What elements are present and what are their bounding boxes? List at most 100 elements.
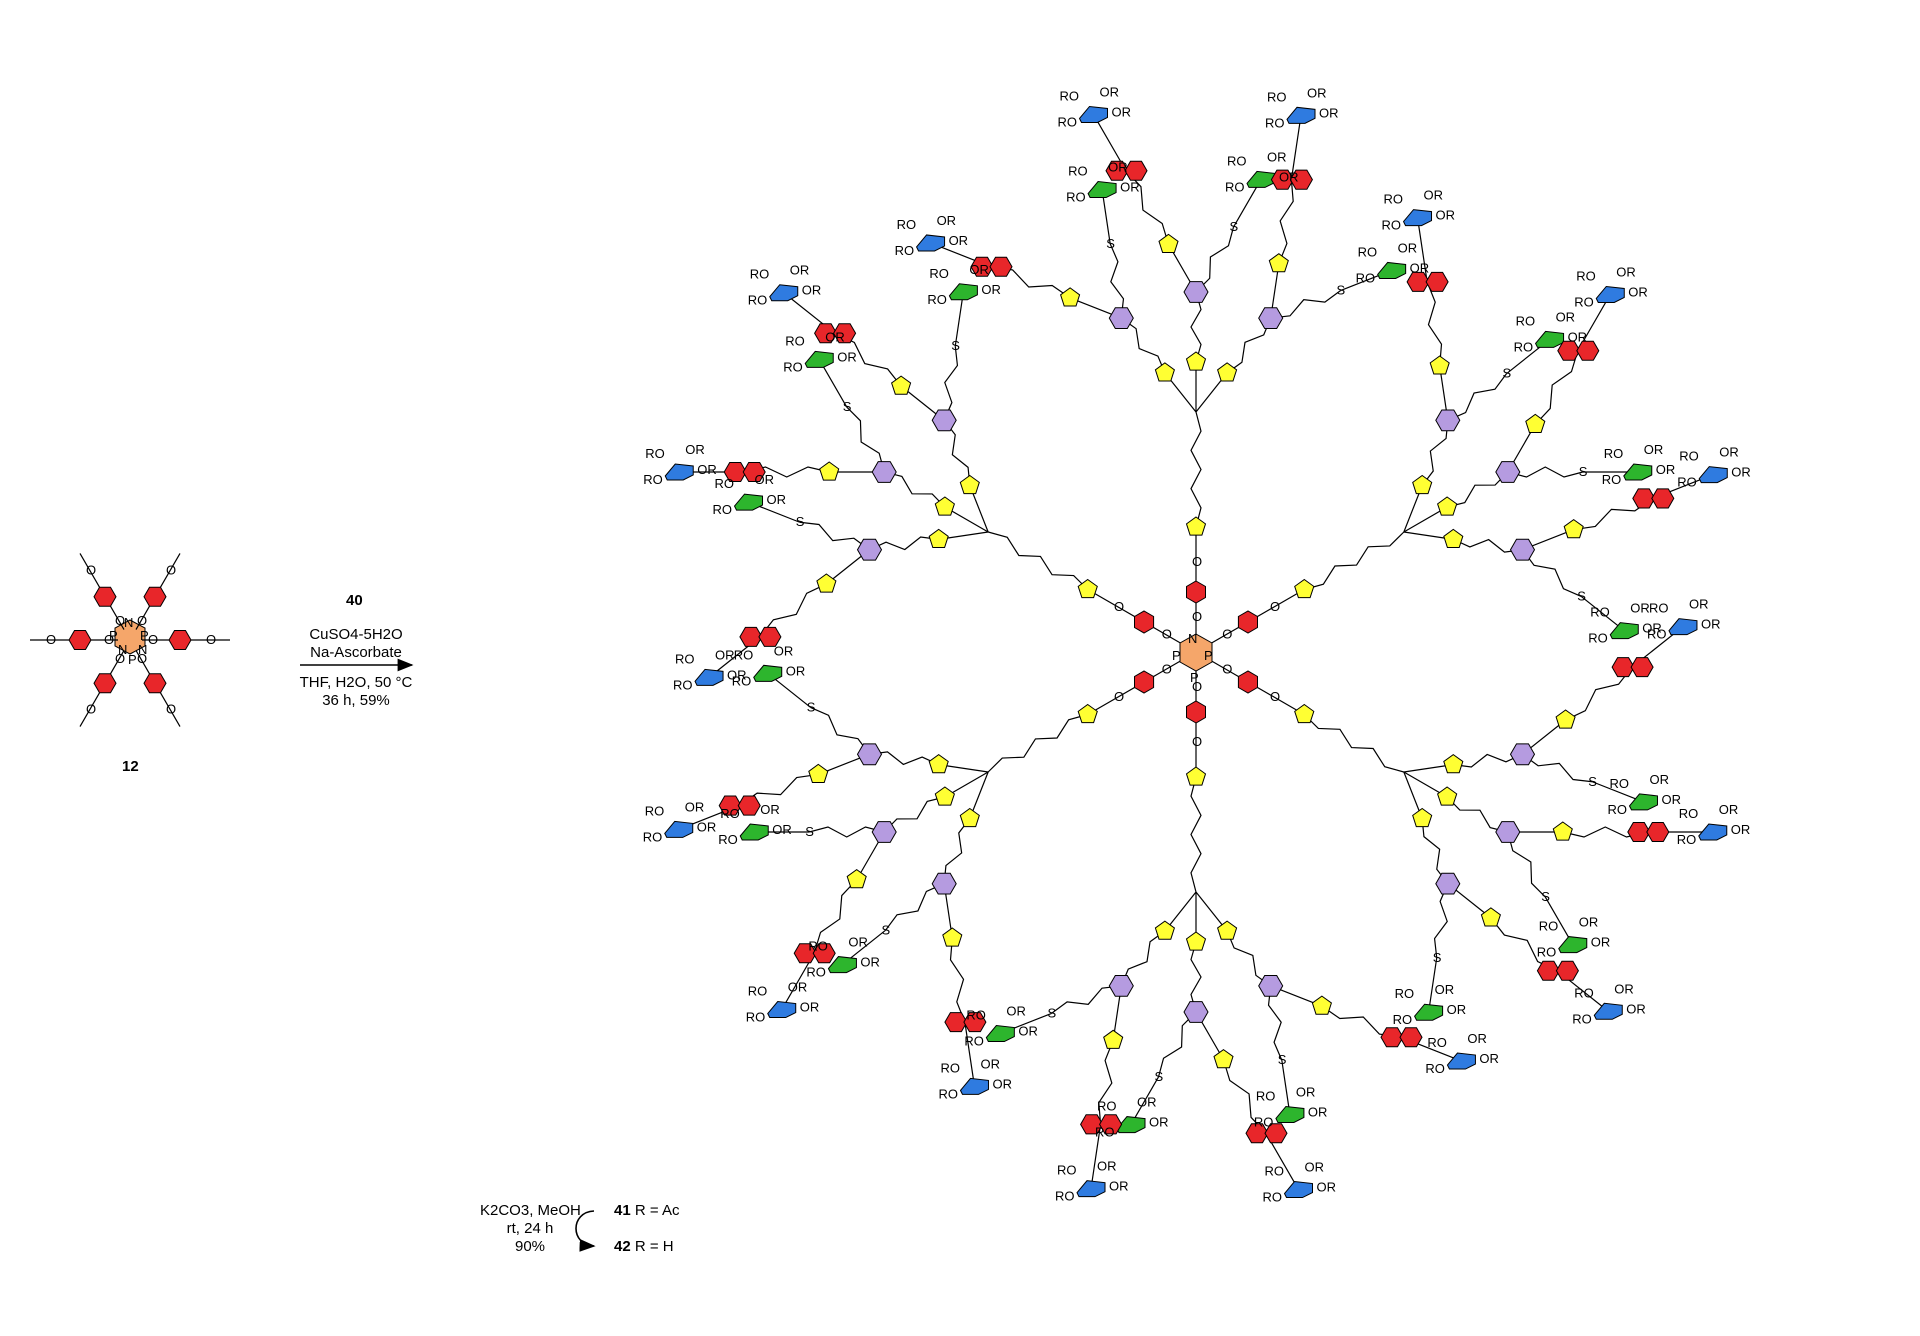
triazole-ring xyxy=(816,573,837,593)
galactose-label-ro: RO xyxy=(643,472,663,487)
galactose-label-or: OR xyxy=(1626,1001,1646,1016)
sm-oxygen: O xyxy=(86,563,96,578)
sm-oxygen: O xyxy=(206,632,216,647)
thioglucose-label-ro: RO xyxy=(1395,986,1415,1001)
sulfur-atom: S xyxy=(807,700,816,715)
thioglucose-label-or: OR xyxy=(767,492,787,507)
phenyl-ring xyxy=(1186,700,1206,724)
sulfur-atom: S xyxy=(805,824,814,839)
sm-phenyl-ring xyxy=(93,673,117,694)
sulfur-atom: S xyxy=(1048,1005,1057,1020)
triazole-ring xyxy=(1412,807,1433,828)
product-core-cyclophosphazene xyxy=(1179,633,1213,672)
linker-chain xyxy=(1190,411,1202,528)
naphthyl-ring xyxy=(1270,169,1294,190)
linker-chain xyxy=(1446,796,1508,833)
phenyl-oxygen: O xyxy=(1270,599,1280,614)
triazole-ring xyxy=(1154,362,1175,382)
thioglucose-label-ro: RO xyxy=(964,1034,984,1049)
galactose-label-ro: RO xyxy=(1382,218,1402,233)
triazine-ring xyxy=(871,461,897,483)
deprotection-yield: 90% xyxy=(514,1238,546,1255)
thioglucose-label-ro: RO xyxy=(966,1008,986,1023)
linker-chain xyxy=(869,751,939,766)
linker-chain xyxy=(1522,549,1582,597)
thioglucose-label-or: OR xyxy=(1267,149,1287,164)
galactose-label-ro: RO xyxy=(1649,601,1669,616)
linker-chain xyxy=(1278,179,1294,264)
galactose-label-ro: RO xyxy=(1057,1163,1077,1178)
phenyl-oxygen: O xyxy=(1192,554,1202,569)
triazole-ring xyxy=(928,528,949,548)
triazine-ring xyxy=(931,872,957,895)
linker-chain xyxy=(943,346,959,421)
thioglucose-sugar xyxy=(1628,793,1658,811)
triazole-ring xyxy=(1412,474,1433,495)
core-oxygen: O xyxy=(1222,627,1232,642)
thioglucose-sugar xyxy=(1558,936,1588,954)
product-core-p3: P xyxy=(1190,670,1199,685)
sulfur-atom: S xyxy=(1503,366,1512,381)
galactose-sugar xyxy=(1286,106,1316,124)
condition-catalyst: CuSO4-5H2O xyxy=(309,626,403,643)
sm-oxygen: O xyxy=(148,632,158,647)
triazole-ring xyxy=(934,496,955,516)
naphthyl-ring xyxy=(812,943,836,964)
naphthyl-ring xyxy=(1632,488,1656,509)
thioglucose-sugar xyxy=(1087,180,1117,199)
thioglucose-label-ro: RO xyxy=(1590,605,1610,620)
thioglucose-label-or: OR xyxy=(848,935,868,950)
galactose-label-ro: RO xyxy=(1058,114,1078,129)
triazole-ring xyxy=(1158,233,1179,253)
sm-core-label-n2: N xyxy=(118,642,127,657)
sm-core-label-n3: N xyxy=(138,642,147,657)
naphthyl-ring xyxy=(944,1012,968,1033)
thioglucose-label-or: OR xyxy=(774,643,794,658)
galactose-label-or: OR xyxy=(980,1056,1000,1071)
galactose-sugar xyxy=(664,463,694,481)
triazole-ring xyxy=(959,474,980,495)
naphthyl-ring xyxy=(723,462,747,482)
thioglucose-label-or: OR xyxy=(1137,1095,1157,1110)
sm-phenyl-ring xyxy=(143,586,167,607)
thioglucose-label-or: OR xyxy=(1661,792,1681,807)
galactose-label-or: OR xyxy=(1731,822,1751,837)
galactose-sugar xyxy=(1698,823,1728,841)
triazole-ring xyxy=(1555,709,1576,729)
galactose-label-or: OR xyxy=(1100,84,1120,99)
thioglucose-label-or: OR xyxy=(786,663,806,678)
linker-chain xyxy=(1303,714,1405,773)
galactose-label-ro: RO xyxy=(1267,89,1287,104)
thioglucose-label-or: OR xyxy=(1108,160,1128,175)
thioglucose-label-ro: RO xyxy=(1602,472,1622,487)
linker-chain xyxy=(1270,290,1341,319)
linker-chain xyxy=(813,879,858,954)
thioglucose-label-or: OR xyxy=(1568,329,1588,344)
triazole-ring xyxy=(959,807,980,828)
linker-chain xyxy=(846,406,885,473)
compound-number-12: 12 xyxy=(122,758,139,775)
galactose-label-or: OR xyxy=(685,799,705,814)
thioglucose-sugar xyxy=(1275,1105,1305,1123)
triazine-ring xyxy=(856,743,883,766)
sm-core-label-n1: N xyxy=(124,615,133,630)
sm-phenyl-ring xyxy=(93,586,117,607)
thioglucose-sugar xyxy=(985,1025,1015,1043)
thioglucose-label-ro: RO xyxy=(1068,164,1088,179)
naphthyl-ring xyxy=(1399,1027,1423,1048)
galactose-label-or: OR xyxy=(1305,1160,1325,1175)
thioglucose-label-ro: RO xyxy=(808,939,828,954)
triazine-ring xyxy=(1435,872,1461,895)
galactose-label-ro: RO xyxy=(748,293,768,308)
galactose-sugar xyxy=(767,1001,797,1019)
thioglucose-sugar xyxy=(1116,1116,1146,1134)
thioglucose-label-ro: RO xyxy=(1516,313,1536,328)
thio-bond xyxy=(1580,595,1625,632)
thioglucose-label-or: OR xyxy=(760,802,780,817)
thioglucose-sugar xyxy=(733,493,764,511)
triazine-ring xyxy=(1108,975,1134,997)
galactose-label-ro: RO xyxy=(1265,115,1285,130)
triazole-ring xyxy=(891,375,912,395)
triazole-ring xyxy=(1437,496,1458,516)
thioglucose-label-or: OR xyxy=(1656,462,1676,477)
